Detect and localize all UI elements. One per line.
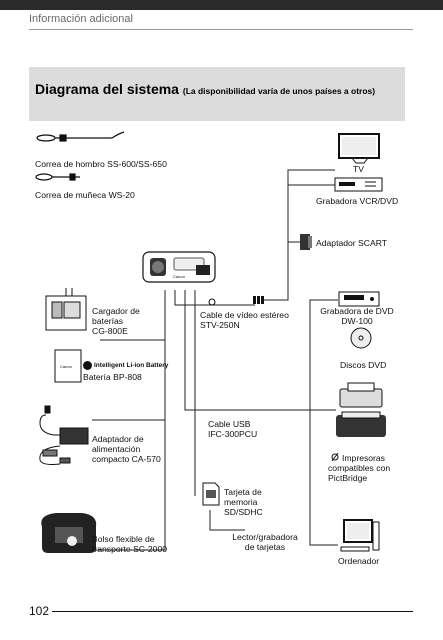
memory-card-label-line-2: memoria (224, 497, 258, 507)
adapter-label-line-2: alimentación (92, 444, 141, 454)
charger-label-line-3: CG-800E (92, 326, 128, 336)
stereo-cable-label-line-2: STV-250N (200, 320, 240, 330)
battery-brand: Intelligent Li-ion Battery (83, 361, 168, 370)
wrist-strap-label: Correa de muñeca WS-20 (35, 190, 135, 200)
scart-adapter-icon (300, 234, 312, 250)
dvd-disc-icon (350, 327, 372, 349)
tv-label: TV (353, 164, 364, 174)
card-reader-label: Lector/grabadora de tarjetas (229, 532, 301, 552)
liion-logo-icon (83, 361, 92, 370)
vcr-icon (334, 177, 383, 192)
charger-label-line-2: baterías (92, 316, 124, 326)
printers-label-line-2: compatibles con (328, 463, 391, 473)
dvd-burner-icon (338, 291, 380, 307)
header-rule (29, 29, 413, 30)
charger-label-line-1: Cargador de (92, 306, 140, 316)
wrist-strap-icon (35, 173, 80, 181)
dvd-burner-label-line-1: Grabadora de DVD (320, 306, 394, 316)
charger-label: Cargador de baterías CG-800E (92, 306, 140, 336)
charger-icon (45, 288, 87, 331)
stereo-cable-label-line-1: Cable de vídeo estéreo (200, 310, 289, 320)
svg-text:Canon: Canon (173, 274, 185, 279)
computer-icon (340, 519, 380, 552)
battery-label: Batería BP-808 (83, 372, 142, 382)
footer-rule (52, 611, 413, 612)
card-reader-label-line-1: Lector/grabadora (232, 532, 298, 542)
printers-label-rest: compatibles con PictBridge (328, 463, 390, 483)
bag-label-line-2: transporte SC-2000 (92, 544, 167, 554)
line-computer (309, 410, 338, 546)
line-reader (209, 510, 245, 531)
title-sub: (La disponibilidad varía de unos países … (182, 86, 376, 96)
dvd-burner-label-line-2: DW-100 (341, 316, 373, 326)
dvd-burner-label: Grabadora de DVD DW-100 (316, 306, 398, 326)
top-bar (0, 0, 443, 10)
line-tv (262, 169, 335, 301)
line-av (174, 290, 255, 306)
line-usb (184, 290, 336, 411)
pictbridge-icon (331, 452, 339, 462)
diagram-title: Diagrama del sistema (La disponibilidad … (35, 81, 375, 97)
memory-card-label-line-1: Tarjeta de (224, 487, 262, 497)
adapter-label-line-3: compacto CA-570 (92, 454, 161, 464)
adapter-label: Adaptador de alimentación compacto CA-57… (92, 434, 161, 464)
printers-label-line-1: Impresoras (342, 453, 385, 463)
power-adapter-icon (39, 405, 89, 465)
printers-label-line-3: PictBridge (328, 473, 368, 483)
camcorder-icon: Canon (142, 251, 216, 283)
shoulder-strap-label: Correa de hombro SS-600/SS-650 (35, 159, 167, 169)
page-number: 102 (29, 604, 50, 618)
battery-brand-text: Intelligent Li-ion Battery (94, 362, 169, 370)
adapter-label-line-1: Adaptador de (92, 434, 144, 444)
title-box: Diagrama del sistema (La disponibilidad … (29, 67, 405, 121)
vcr-label: Grabadora VCR/DVD (316, 196, 399, 206)
line-bag (92, 290, 166, 551)
svg-text:Canon: Canon (60, 364, 72, 369)
tv-icon (338, 133, 380, 164)
battery-icon: Canon (54, 349, 82, 383)
memory-card-label: Tarjeta de memoria SD/SDHC (224, 487, 263, 517)
scart-label: Adaptador SCART (316, 238, 388, 248)
shoulder-strap-icon (36, 131, 125, 142)
computer-label: Ordenador (338, 556, 380, 566)
usb-cable-label-line-1: Cable USB (208, 419, 251, 429)
title-main: Diagrama del sistema (35, 81, 179, 97)
section-header: Información adicional (29, 13, 133, 25)
bag-label-line-1: Bolso flexible de (92, 534, 155, 544)
printer-icon (336, 382, 386, 437)
dvd-discs-label: Discos DVD (340, 360, 387, 370)
bag-label: Bolso flexible de transporte SC-2000 (92, 534, 167, 554)
memory-card-label-line-3: SD/SDHC (224, 507, 263, 517)
usb-cable-label-line-2: IFC-300PCU (208, 429, 258, 439)
stereo-cable-label: Cable de vídeo estéreo STV-250N (200, 310, 289, 330)
av-cable-plug-icon (208, 296, 264, 306)
memory-card-icon (202, 482, 220, 506)
carrying-bag-icon (41, 513, 97, 553)
card-reader-label-line-2: de tarjetas (244, 542, 286, 552)
usb-cable-label: Cable USB IFC-300PCU (208, 419, 257, 439)
line-dvd (309, 299, 338, 410)
